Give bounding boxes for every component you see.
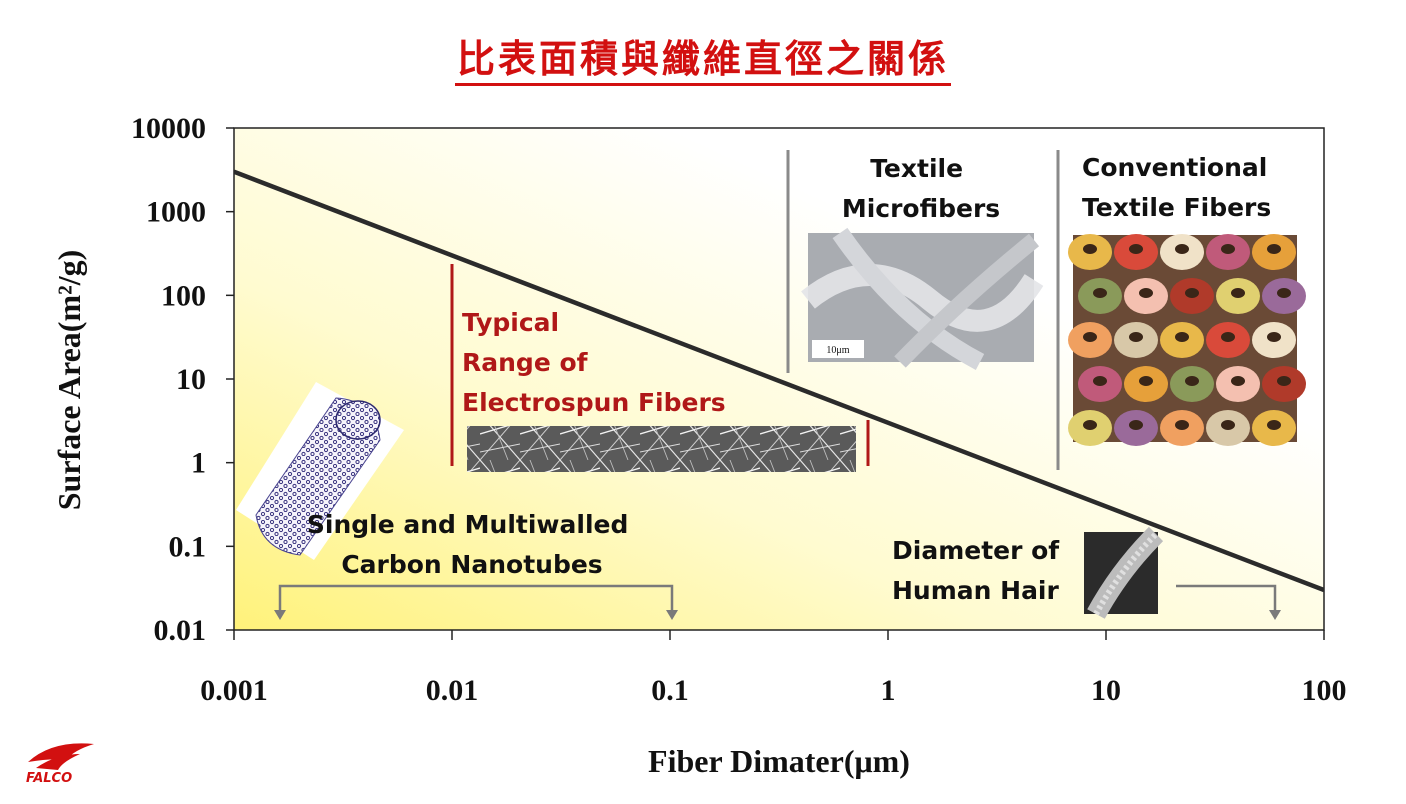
x-tick-label: 0.001: [200, 674, 268, 707]
y-tick-label: 10000: [131, 112, 206, 145]
series-line: [234, 169, 1324, 593]
nanotubes-line-1: Single and Multiwalled: [307, 510, 628, 539]
nanotube-arrow-right: [666, 610, 678, 620]
hair-range-bracket: [1176, 584, 1277, 617]
conventional-label: Conventional Textile Fibers: [1082, 153, 1276, 222]
scale-bar-label: 10μm: [826, 345, 849, 356]
spool-hole: [1267, 332, 1281, 342]
spool-hole: [1083, 332, 1097, 342]
y-axis: 10000 1000 100 10 1 0.1 0.01: [131, 112, 234, 647]
electrospun-line-2: Range of: [462, 348, 589, 377]
electrospun-line-1: Typical: [462, 308, 559, 337]
y-tick-label: 1000: [146, 196, 206, 229]
logo-text: FALCO: [26, 771, 72, 786]
microfibers-line-2: Microfibers: [842, 194, 1000, 223]
x-axis: 0.001 0.01 0.1 1 10 100: [200, 630, 1347, 707]
spool-hole: [1129, 244, 1143, 254]
hair-line-2: Human Hair: [892, 576, 1060, 605]
spool-hole: [1093, 376, 1107, 386]
spool-hole: [1175, 420, 1189, 430]
y-tick-label: 1: [191, 447, 206, 480]
spool-hole: [1277, 288, 1291, 298]
spool-hole: [1185, 288, 1199, 298]
spool-hole: [1221, 420, 1235, 430]
y-tick-label: 10: [176, 363, 206, 396]
falco-logo: FALCO: [26, 743, 94, 786]
spool-hole: [1129, 332, 1143, 342]
textile-spools-image: [1068, 234, 1306, 446]
microfibers-line-1: Textile: [870, 154, 963, 183]
spool-hole: [1083, 244, 1097, 254]
human-hair-sem-image: [1084, 526, 1164, 619]
x-tick-label: 1: [881, 674, 896, 707]
hair-arrow: [1269, 610, 1281, 620]
spool-hole: [1221, 244, 1235, 254]
spool-hole: [1175, 244, 1189, 254]
y-tick-label: 0.1: [169, 530, 207, 563]
x-axis-title: Fiber Dimater(μm): [648, 743, 910, 779]
nanotube-range-bracket: [278, 584, 674, 617]
electrospun-fiber-image: [467, 426, 856, 472]
y-tick-label: 0.01: [154, 614, 207, 647]
spool-hole: [1083, 420, 1097, 430]
x-tick-label: 100: [1302, 674, 1347, 707]
y-axis-title: Surface Area(m²/g): [51, 250, 87, 510]
microfiber-sem-image: 10μm: [801, 227, 1044, 370]
conventional-line-2: Textile Fibers: [1082, 193, 1271, 222]
y-tick-label: 100: [161, 279, 206, 312]
spool-hole: [1267, 244, 1281, 254]
spool-hole: [1129, 420, 1143, 430]
hair-line-1: Diameter of: [892, 536, 1060, 565]
spool-hole: [1231, 288, 1245, 298]
spool-hole: [1139, 376, 1153, 386]
conventional-line-1: Conventional: [1082, 153, 1267, 182]
nanotubes-label: Single and Multiwalled Carbon Nanotubes: [307, 510, 637, 579]
page-title: 比表面積與纖維直徑之關係: [0, 28, 1406, 86]
spool-hole: [1221, 332, 1235, 342]
electrospun-line-3: Electrospun Fibers: [462, 388, 726, 417]
spool-hole: [1185, 376, 1199, 386]
spool-hole: [1175, 332, 1189, 342]
spool-hole: [1267, 420, 1281, 430]
spool-hole: [1093, 288, 1107, 298]
x-tick-label: 10: [1091, 674, 1121, 707]
x-tick-label: 0.1: [651, 674, 689, 707]
microfibers-label: Textile Microfibers: [842, 154, 1000, 223]
spool-hole: [1139, 288, 1153, 298]
nanotube-arrow-left: [274, 610, 286, 620]
x-tick-label: 0.01: [426, 674, 479, 707]
electrospun-label: Typical Range of Electrospun Fibers: [462, 308, 726, 417]
title-text: 比表面積與纖維直徑之關係: [454, 36, 951, 86]
spool-hole: [1277, 376, 1291, 386]
spool-hole: [1231, 376, 1245, 386]
hair-label: Diameter of Human Hair: [892, 536, 1068, 605]
nanotubes-line-2: Carbon Nanotubes: [341, 550, 602, 579]
carbon-nanotube-image: [236, 382, 404, 560]
